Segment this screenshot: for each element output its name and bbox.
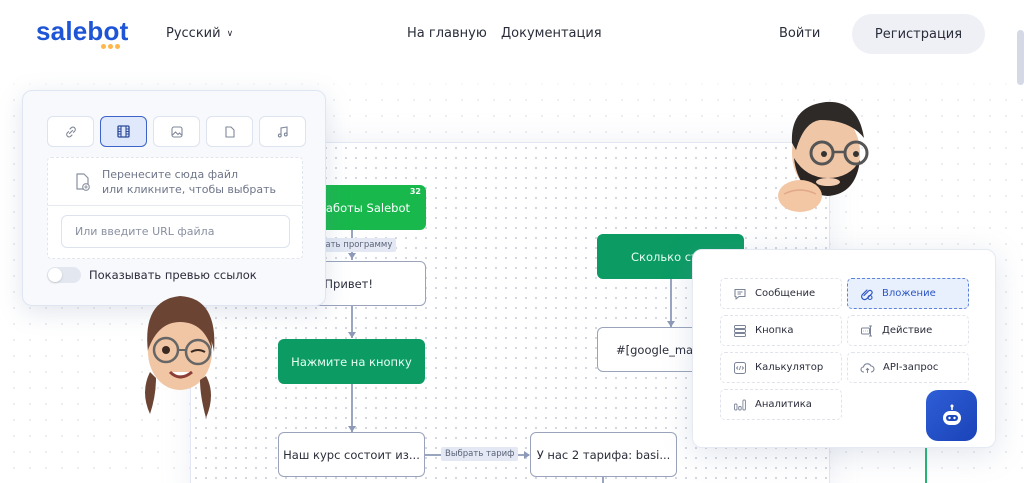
block-analytics[interactable]: Аналитика — [720, 389, 842, 420]
edge-line — [602, 477, 604, 483]
login-button[interactable]: Войти — [779, 26, 821, 41]
url-input[interactable] — [61, 215, 290, 248]
tab-video[interactable] — [100, 116, 147, 147]
node-google-text: #[google_mark — [616, 342, 705, 357]
blocks-panel: Сообщение Вложение Кнопка Действие Кальк… — [692, 249, 996, 448]
node-tariffs[interactable]: У нас 2 тарифа: basi... — [530, 432, 677, 477]
block-action-label: Действие — [882, 325, 933, 336]
drop-instructions: Перенесите сюда файл или кликните, чтобы… — [102, 167, 276, 197]
edge-line — [351, 384, 353, 432]
block-attachment[interactable]: Вложение — [847, 278, 969, 309]
node-badge: 32 — [409, 187, 421, 196]
node-how-much-text: Сколько сто — [631, 249, 705, 264]
file-drop-zone: Перенесите сюда файл или кликните, чтобы… — [47, 157, 303, 259]
node-press-button[interactable]: Нажмите на кнопку — [278, 339, 425, 384]
avatar-woman — [145, 296, 215, 418]
tab-file[interactable] — [206, 116, 253, 147]
drop-line-1: Перенесите сюда файл — [102, 167, 239, 181]
arrow-right-icon — [524, 451, 530, 459]
flow-edge-green — [925, 448, 927, 483]
music-icon — [277, 125, 288, 137]
logo[interactable]: salebot — [36, 16, 129, 46]
edge-label-choose-tariff: Выбрать тариф — [441, 447, 519, 461]
message-icon — [734, 288, 746, 300]
edge-line — [351, 306, 353, 338]
block-calculator-label: Калькулятор — [755, 362, 824, 373]
block-message-label: Сообщение — [755, 288, 816, 299]
drop-line-2: или кликните, чтобы выбрать — [102, 182, 276, 196]
action-icon — [861, 325, 872, 336]
video-icon — [117, 125, 130, 138]
logo-dots — [101, 44, 120, 49]
block-attachment-label: Вложение — [882, 288, 936, 299]
node-course[interactable]: Наш курс состоит из... — [278, 432, 425, 477]
nav-docs[interactable]: Документация — [501, 26, 602, 41]
tab-audio[interactable] — [259, 116, 306, 147]
bot-button[interactable] — [926, 390, 977, 441]
edge-label-choose-program: рать программу — [316, 238, 397, 252]
node-course-text: Наш курс состоит из... — [283, 447, 420, 462]
scrollbar-thumb[interactable] — [1017, 30, 1024, 85]
arrow-down-icon — [667, 321, 675, 327]
link-preview-label: Показывать превью ссылок — [89, 268, 257, 282]
link-preview-toggle[interactable] — [47, 267, 81, 283]
code-icon — [734, 361, 746, 374]
arrow-down-icon — [348, 253, 356, 259]
block-action[interactable]: Действие — [847, 315, 969, 346]
file-drop-area[interactable]: Перенесите сюда файл или кликните, чтобы… — [48, 158, 302, 206]
node-hello-text: Привет! — [324, 276, 373, 291]
language-select[interactable]: Русский ∨ — [166, 26, 233, 41]
link-preview-row: Показывать превью ссылок — [47, 267, 257, 283]
header: salebot Русский ∨ На главную Документаци… — [0, 0, 1024, 68]
language-label: Русский — [166, 26, 221, 41]
register-button[interactable]: Регистрация — [852, 14, 985, 54]
buttons-icon — [734, 324, 746, 337]
block-calculator[interactable]: Калькулятор — [720, 352, 842, 383]
node-care-text: а заботы Salebot — [309, 200, 410, 215]
robot-icon — [942, 404, 961, 425]
block-message[interactable]: Сообщение — [720, 278, 842, 309]
node-tariffs-text: У нас 2 тарифа: basi... — [536, 447, 671, 462]
node-press-text: Нажмите на кнопку — [291, 354, 412, 369]
avatar-man — [778, 101, 869, 212]
cloud-upload-icon — [860, 362, 875, 373]
arrow-down-icon — [348, 426, 356, 432]
nav-home[interactable]: На главную — [407, 26, 487, 41]
attachment-type-tabs — [47, 116, 306, 147]
arrow-down-icon — [348, 332, 356, 338]
block-api-request[interactable]: API-запрос — [847, 352, 969, 383]
tab-image[interactable] — [153, 116, 200, 147]
block-analytics-label: Аналитика — [755, 399, 812, 410]
block-buttons[interactable]: Кнопка — [720, 315, 842, 346]
chevron-down-icon: ∨ — [226, 29, 234, 39]
image-icon — [170, 125, 183, 138]
attachment-icon — [861, 288, 873, 300]
file-icon — [224, 125, 235, 138]
block-api-label: API-запрос — [883, 362, 939, 373]
block-buttons-label: Кнопка — [755, 325, 794, 336]
link-icon — [65, 126, 76, 137]
attachment-panel: Перенесите сюда файл или кликните, чтобы… — [22, 90, 326, 306]
edge-line — [670, 279, 672, 327]
tab-link[interactable] — [47, 116, 94, 147]
file-add-icon — [76, 172, 90, 191]
analytics-icon — [734, 399, 746, 410]
